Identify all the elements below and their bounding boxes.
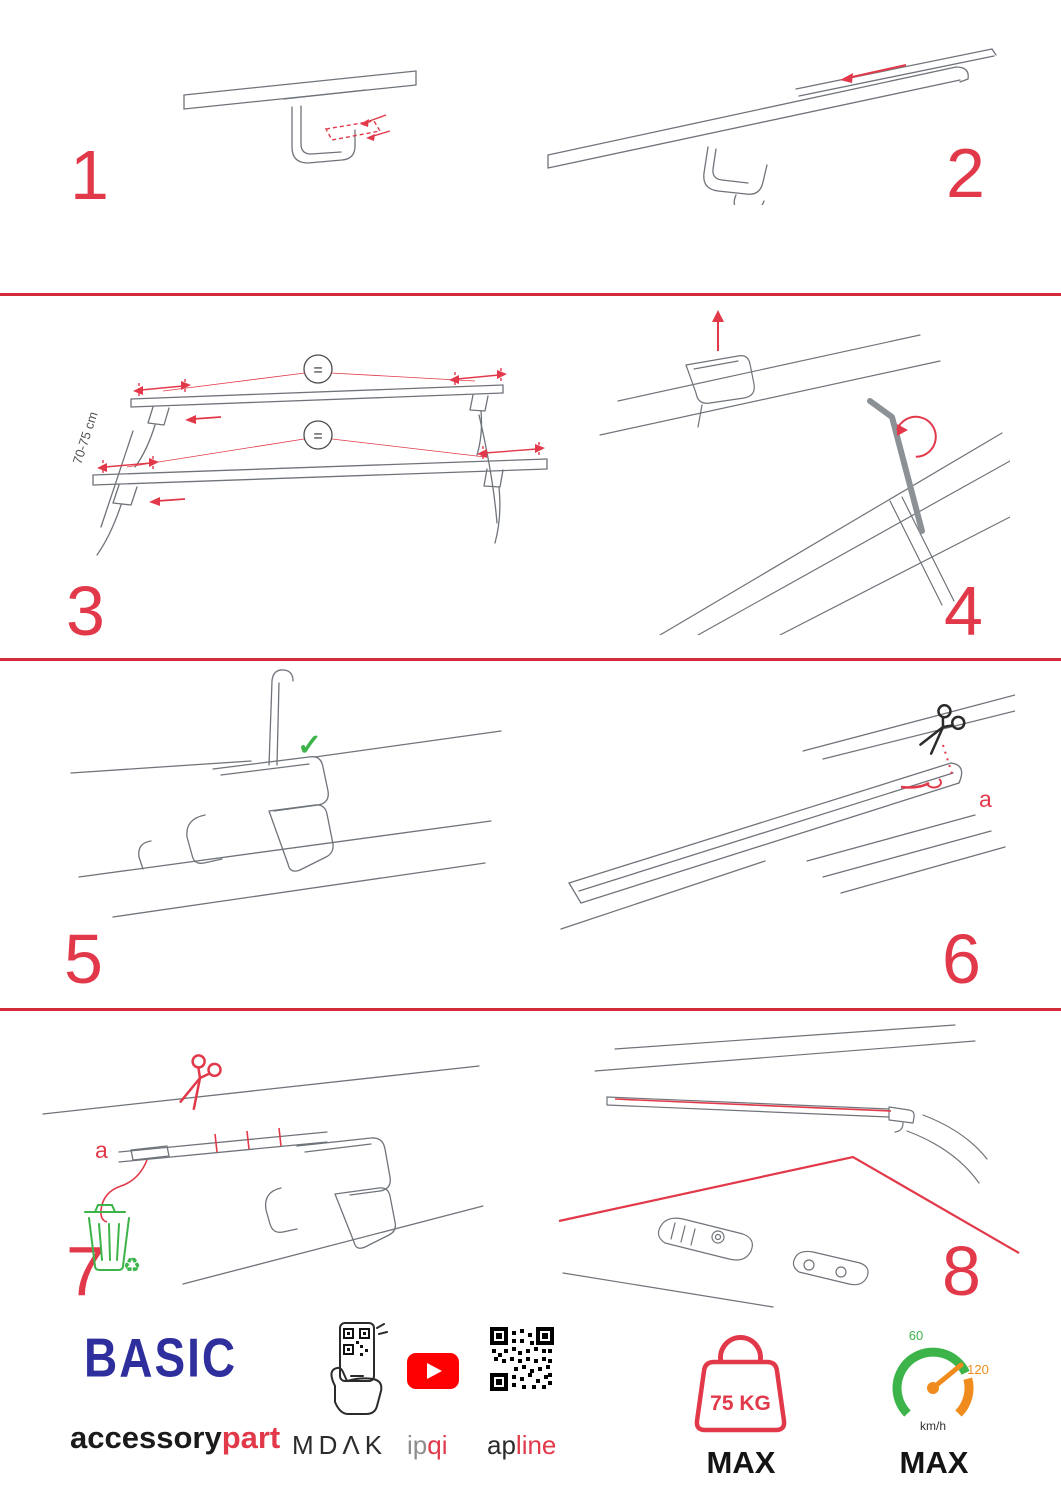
- weight-value: 75 KG: [710, 1392, 771, 1415]
- speed-60-label: 60: [909, 1328, 923, 1343]
- dimension-label: 70-75 cm: [70, 410, 101, 466]
- lift-arrow: [712, 310, 724, 351]
- rubber-strip-end: [900, 744, 954, 789]
- phone-qr-icon: [330, 1322, 388, 1415]
- step-5-number: 5: [64, 920, 103, 998]
- equal-badge-bottom: [303, 420, 333, 450]
- equal-sign-top: =: [313, 362, 322, 379]
- section-divider-2: [0, 658, 1061, 661]
- step-2-illustration: [547, 48, 997, 205]
- ipqi-logo-red: qi: [427, 1430, 448, 1460]
- brand-logo: BASIC: [84, 1327, 238, 1389]
- accessorypart-logo-red: part: [221, 1420, 281, 1455]
- ipqi-logo: ipqi: [407, 1430, 448, 1461]
- mdak-logo: MDΛK: [292, 1430, 388, 1460]
- insert-arrows: [360, 119, 375, 141]
- scissors-icon: [919, 704, 966, 755]
- slide-arrow: [840, 64, 907, 83]
- allen-key: [867, 398, 925, 534]
- apline-logo-red: line: [515, 1430, 557, 1460]
- step-3-illustration: = = 70-75 cm: [70, 354, 548, 556]
- rotate-arrow: [896, 415, 937, 458]
- step-8-number: 8: [942, 1232, 981, 1310]
- strip-label-a: a: [979, 786, 992, 812]
- adjust-arrows: [149, 415, 222, 506]
- step-8-illustration: [558, 1024, 1020, 1308]
- checkmark-icon: ✓: [297, 729, 322, 762]
- equal-badge-top: [303, 354, 333, 384]
- trash-icon: [84, 1204, 130, 1271]
- step-6-number: 6: [942, 920, 981, 998]
- accessorypart-logo: accessorypart: [70, 1420, 280, 1456]
- cut-marks: [100, 1127, 282, 1223]
- alignment-lines: [558, 1098, 1020, 1254]
- speed-120-label: 120: [967, 1362, 989, 1377]
- ipqi-logo-gray: ip: [407, 1430, 428, 1460]
- step-4-number: 4: [944, 572, 983, 650]
- youtube-icon: [407, 1353, 459, 1389]
- accessorypart-logo-black: accessory: [70, 1420, 222, 1455]
- qr-code: [490, 1327, 554, 1391]
- recycle-icon: ♻: [123, 1255, 141, 1277]
- step-6-illustration: a: [560, 694, 1015, 930]
- section-divider-1: [0, 293, 1061, 296]
- step-1-number: 1: [70, 136, 109, 214]
- step-5-illustration: ✓: [70, 669, 502, 918]
- speedometer-icon: 60 120 km/h: [892, 1328, 989, 1433]
- speed-unit-label: km/h: [920, 1419, 946, 1433]
- apline-logo: apline: [487, 1430, 556, 1461]
- step-4-illustration: [599, 310, 1010, 635]
- step-1-illustration: [183, 70, 417, 164]
- step-7-illustration: a ♻: [42, 1054, 484, 1285]
- weight-icon: 75 KG: [694, 1335, 787, 1433]
- step-7-number: 7: [66, 1232, 105, 1310]
- step-2-number: 2: [946, 134, 985, 212]
- weight-max-label: MAX: [706, 1445, 776, 1480]
- scissors-icon: [179, 1054, 222, 1110]
- apline-logo-black: ap: [487, 1430, 516, 1460]
- strip-label-a: a: [95, 1137, 108, 1163]
- speed-max-label: MAX: [899, 1445, 969, 1480]
- step-3-number: 3: [66, 572, 105, 650]
- equal-sign-bottom: =: [313, 428, 322, 445]
- section-divider-3: [0, 1008, 1061, 1011]
